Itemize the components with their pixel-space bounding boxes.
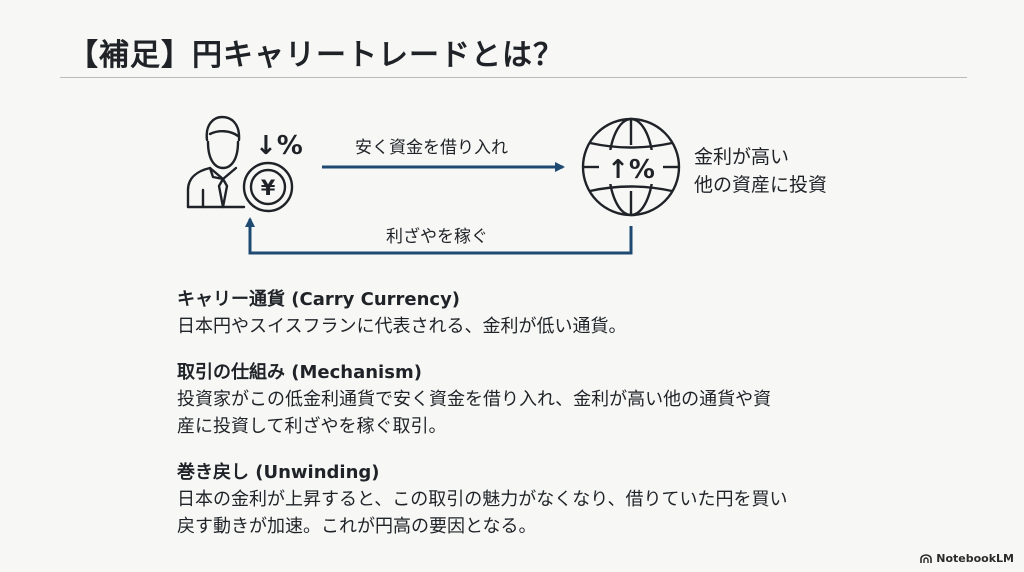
section-heading: 巻き戻し (Unwinding) (177, 462, 380, 483)
svg-text:¥: ¥ (261, 176, 276, 200)
section-line: 日本の金利が上昇すると、この取引の魅力がなくなり、借りていた円を買い (177, 489, 788, 510)
borrow-arrow-label: 安く資金を借り入れ (355, 138, 508, 158)
yen-coin-icon: ¥ (242, 161, 294, 213)
section-body: 日本円やスイスフランに代表される、金利が低い通貨。 (177, 313, 877, 340)
section-heading: 取引の仕組み (Mechanism) (177, 362, 422, 383)
notebooklm-brand: NotebookLM (920, 552, 1014, 565)
section-body: 日本の金利が上昇すると、この取引の魅力がなくなり、借りていた円を買い 戻す動きが… (177, 486, 877, 540)
brand-name: NotebookLM (936, 552, 1014, 565)
page-title: 【補足】円キャリートレードとは？ (68, 38, 564, 73)
carry-trade-diagram: ¥ ↓% ↑% (186, 115, 681, 255)
section-unwinding: 巻き戻し (Unwinding) 日本の金利が上昇すると、この取引の魅力がなくな… (177, 460, 877, 540)
profit-arrow-label: 利ざやを稼ぐ (386, 227, 488, 247)
section-body: 投資家がこの低金利通貨で安く資金を借り入れ、金利が高い他の通貨や資 産に投資して… (177, 386, 877, 440)
investment-destination-label: 金利が高い 他の資産に投資 (694, 143, 827, 199)
rate-up-label: ↑% (607, 155, 655, 185)
globe-icon (581, 117, 681, 217)
section-line: 日本円やスイスフランに代表される、金利が低い通貨。 (177, 316, 627, 337)
profit-return-arrow (245, 217, 633, 255)
section-line: 投資家がこの低金利通貨で安く資金を借り入れ、金利が高い他の通貨や資 (177, 389, 772, 410)
destination-line-2: 他の資産に投資 (694, 174, 828, 196)
title-divider (60, 77, 967, 78)
rate-down-label: ↓% (255, 131, 303, 161)
section-mechanism: 取引の仕組み (Mechanism) 投資家がこの低金利通貨で安く資金を借り入れ… (177, 360, 877, 440)
section-line: 産に投資して利ざやを稼ぐ取引。 (177, 416, 447, 437)
section-carry-currency: キャリー通貨 (Carry Currency) 日本円やスイスフランに代表される… (177, 287, 877, 340)
notebooklm-logo-icon (920, 553, 933, 563)
explanation-sections: キャリー通貨 (Carry Currency) 日本円やスイスフランに代表される… (177, 287, 877, 560)
destination-line-1: 金利が高い (694, 146, 790, 168)
section-heading: キャリー通貨 (Carry Currency) (177, 289, 461, 310)
businessman-icon (186, 115, 246, 209)
section-line: 戻す動きが加速。これが円高の要因となる。 (177, 516, 537, 537)
